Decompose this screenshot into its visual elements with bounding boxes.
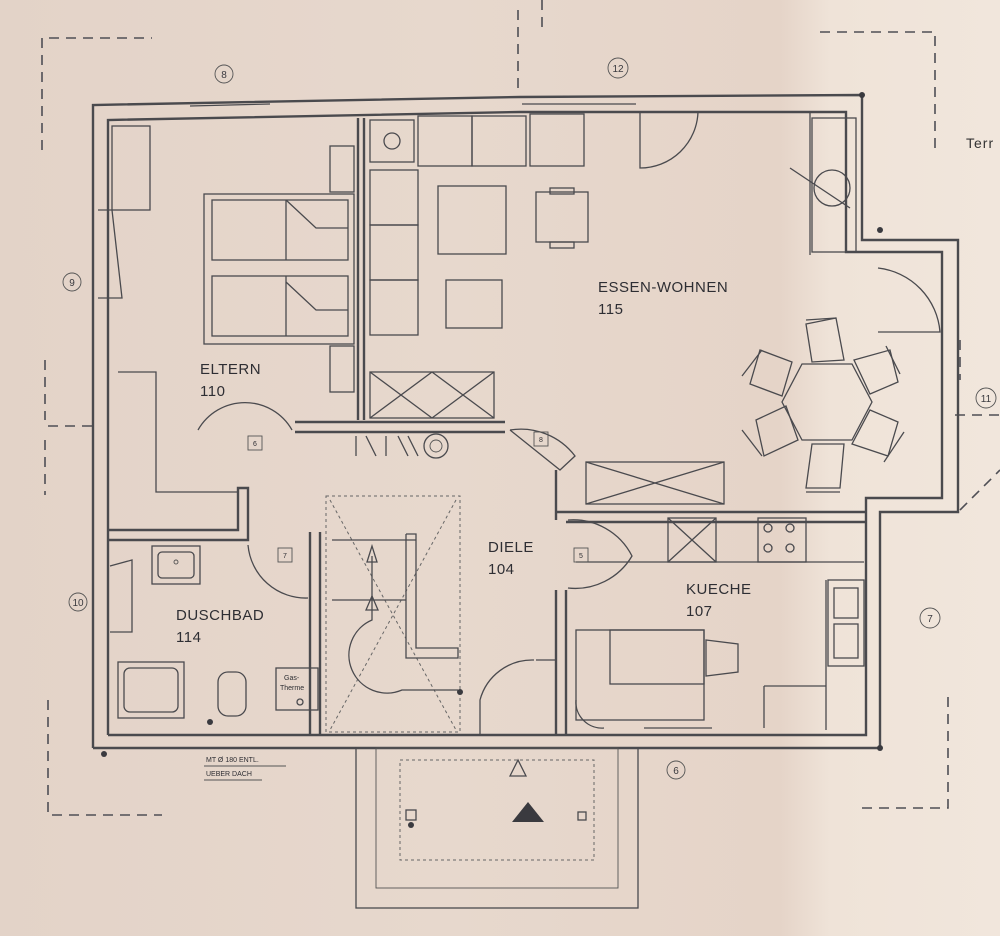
bedroom-furniture [98,125,355,493]
living-furniture [369,113,857,505]
room-labels: ELTERN 110 ESSEN-WOHNEN 115 DIELE 104 KU… [176,279,752,646]
dining-table [741,317,905,493]
stairwell [325,495,463,733]
edge-label-terr: Terr [966,135,994,151]
room-name-duschbad: DUSCHBAD [176,607,264,624]
kitchen-fixtures [575,517,865,730]
room-name-essen-wohnen: ESSEN-WOHNEN [598,279,728,296]
door-tag-8: 8 [539,437,543,444]
room-number-eltern: 110 [200,383,225,400]
bath-fixtures [109,545,319,725]
axis-marker-8: 8 [221,70,227,81]
axis-marker-10: 10 [72,598,84,609]
door-tag-6: 6 [253,441,257,448]
outer-dimension-lines [41,0,1000,816]
axis-marker-9: 9 [69,278,75,289]
door-swings [197,111,941,736]
axis-markers: 8 12 9 11 10 7 6 [62,57,997,780]
exterior-walls [91,93,960,750]
annotations: Gas- Therme MT Ø 180 ENTL. UEBER DACH Te… [204,135,994,781]
door-tag-7: 7 [283,553,287,560]
room-number-duschbad: 114 [176,629,201,646]
axis-marker-7: 7 [927,614,933,625]
corner-marks [101,92,883,757]
entrance [355,747,639,909]
chimney-note-line1: MT Ø 180 ENTL. [206,757,259,764]
gas-therme-line1: Gas- [284,675,300,682]
hall-symbols [355,433,449,459]
room-number-diele: 104 [488,561,515,578]
door-tag-5: 5 [579,553,583,560]
chimney-note-line2: UEBER DACH [206,771,252,778]
room-name-diele: DIELE [488,539,534,556]
room-number-essen-wohnen: 115 [598,301,623,318]
room-name-kueche: KUECHE [686,581,752,598]
room-name-eltern: ELTERN [200,361,261,378]
axis-marker-12: 12 [612,64,624,75]
axis-marker-11: 11 [981,394,992,405]
door-tags: 6 8 7 5 [247,431,589,563]
interior-walls [108,112,866,735]
axis-marker-6: 6 [673,766,679,777]
gas-therme-line2: Therme [280,685,304,692]
room-number-kueche: 107 [686,603,713,620]
